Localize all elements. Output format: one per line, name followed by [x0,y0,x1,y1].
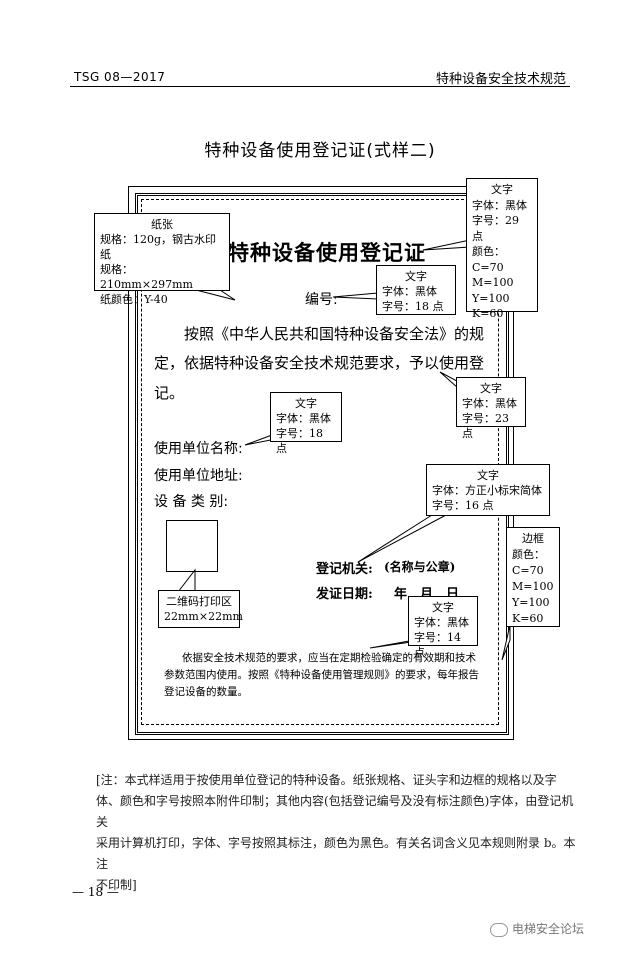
authority-text-callout: 文字 字体：方正小标宋简体 字号：16 点 [426,464,550,516]
number-callout-title: 文字 [405,270,427,283]
footnote-line-2: 体、颜色和字号按照本附件印制；其他内容(包括登记编号及没有标注颜色)字体，由登记… [96,794,574,829]
page-number: — 18 — [72,885,119,899]
authority-callout-size: 字号：16 点 [432,499,494,512]
paper-callout-title: 纸张 [151,218,173,231]
header-title: 特种设备安全技术规范 [435,72,566,87]
para-callout-font: 字体：黑体 [462,397,517,410]
para-callout-title: 文字 [480,382,502,395]
border-callout-k: K=60 [512,612,544,625]
paragraph-line-2: 定，依据特种设备安全技术规范要求，予以使用登 [154,354,485,372]
authority-callout-title: 文字 [477,469,499,482]
title-callout-color: 颜色： [472,245,505,258]
title-callout-k: K=60 [472,307,504,320]
unit-name-label: 使用单位名称: [154,441,243,457]
seal-note: (名称与公章) [384,560,456,574]
unit-address-label: 使用单位地址: [154,468,243,484]
border-callout-c: C=70 [512,564,544,577]
title-callout-y: Y=100 [472,291,510,305]
number-callout-font: 字体：黑体 [382,285,437,298]
border-callout-y: Y=100 [512,596,550,609]
issue-date-label: 发证日期: [316,587,373,602]
para-callout-size: 字号：23 点 [462,412,509,440]
footnote-line-1: [注：本式样适用于按使用单位登记的特种设备。纸张规格、证头字和边框的规格以及字 [96,773,557,787]
title-callout-m: M=100 [472,276,514,289]
title-callout-title: 文字 [491,183,513,196]
number-callout-size: 字号：18 点 [382,300,444,313]
title-callout-size: 字号：29 点 [472,214,519,243]
certificate-inner-border [141,199,499,725]
equipment-category-label: 设 备 类 别: [154,494,229,510]
qr-callout-size: 22mm×22mm [164,610,243,623]
page-title: 特种设备使用登记证(式样二) [204,141,436,161]
border-callout-m: M=100 [512,580,554,593]
qr-callout-pointer [176,568,196,593]
border-color-callout: 边框 颜色： C=70 M=100 Y=100 K=60 [506,527,560,627]
validity-note-line-3: 登记设备的数量。 [164,686,248,698]
footnote-line-4: 不印制] [96,878,137,892]
paragraph-line-1: 按照《中华人民共和国特种设备安全法》的规 [184,325,485,343]
number-text-callout: 文字 字体：黑体 字号：18 点 [376,265,456,315]
paper-callout-line-3: 纸颜色：Y-40 [100,293,168,306]
paper-callout-line-2: 规格：210mm×297mm [100,263,193,291]
title-callout-c: C=70 [472,260,504,274]
header-rule [70,86,570,87]
header-code: TSG 08—2017 [74,70,166,84]
bottom-callout-title: 文字 [432,601,454,614]
qr-code-print-area [166,520,218,572]
bottom-callout-font: 字体：黑体 [414,616,469,629]
paper-spec-callout: 纸张 规格：120g，钢古水印纸 规格：210mm×297mm 纸颜色：Y-40 [94,213,230,306]
certificate-outer-frame [128,186,514,740]
unit-callout-title: 文字 [295,397,317,410]
bottom-callout-size: 字号：14 点 [414,631,461,659]
paragraph-text-callout: 文字 字体：黑体 字号：23 点 [456,377,526,440]
wechat-icon [490,922,508,937]
paper-callout-line-1: 规格：120g，钢古水印纸 [100,233,217,261]
title-text-callout: 文字 字体：黑体 字号：29 点 颜色： C=70 M=100 Y=100 K=… [466,178,538,320]
validity-note-line-1: 依据安全技术规范的要求，应当在定期检验确定的有效期和技术 [182,652,476,664]
unit-callout-size: 字号：18 点 [276,427,323,455]
unit-callout-font: 字体：黑体 [276,412,331,425]
validity-note-line-2: 参数范围内使用。按照《特种设备使用管理规则》的要求，每年报告 [164,669,479,681]
number-label: 编号: [305,292,338,308]
watermark: 电梯安全论坛 [490,920,584,937]
border-callout-color: 颜色： [512,548,545,561]
authority-callout-pointer [357,514,447,563]
certificate-title: 特种设备使用登记证 [228,241,426,265]
qr-area-callout: 二维码打印区 22mm×22mm [158,590,243,628]
unit-text-callout: 文字 字体：黑体 字号：18 点 [270,392,342,455]
title-callout-pointer [422,239,471,251]
border-callout-pointer [501,624,511,661]
border-callout-title: 边框 [522,532,544,545]
bottom-text-callout: 文字 字体：黑体 字号：14 点 [408,596,478,659]
authority-callout-font: 字体：方正小标宋简体 [432,484,542,497]
watermark-text: 电梯安全论坛 [512,922,585,936]
footnote-line-3: 采用计算机打印，字体、字号按照其标注，颜色为黑色。有关名词含义见本规则附录 b。… [96,836,576,871]
title-callout-font: 字体：黑体 [472,198,527,212]
registration-authority-label: 登记机关: [316,562,373,577]
footnote: [注：本式样适用于按使用单位登记的特种设备。纸张规格、证头字和边框的规格以及字 … [96,770,576,896]
qr-callout-label: 二维码打印区 [166,595,232,608]
number-callout-pointer [332,292,379,300]
paragraph-line-3: 记。 [154,384,185,402]
